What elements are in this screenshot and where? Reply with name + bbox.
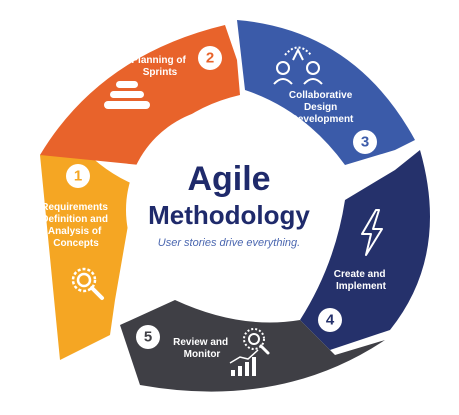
segment-4-implement: [300, 150, 430, 350]
stacked-layers-icon: [104, 81, 150, 109]
step-2-label-line-1: Planning of: [131, 55, 186, 66]
center-subtitle: User stories drive everything.: [158, 237, 300, 249]
step-2-label-line-2: Sprints: [143, 67, 178, 78]
step-1-label-line-2: Definition and: [41, 214, 108, 225]
step-3-badge: 3: [353, 130, 377, 154]
center-title-line2: Methodology: [148, 200, 310, 230]
step-3-number: 3: [361, 134, 369, 151]
step-3-label: Collaborative Design Development: [289, 90, 355, 125]
segment-3-design: [237, 20, 415, 165]
step-1-number: 1: [74, 168, 82, 185]
step-2-number: 2: [206, 50, 214, 67]
step-1-label-line-1: Requirements: [41, 202, 108, 213]
number-badges: 1 2 3 4 5: [66, 46, 377, 349]
step-5-label-line-1: Review and: [173, 337, 228, 348]
step-1-label-line-4: Concepts: [53, 238, 99, 249]
segment-5-review: [120, 300, 385, 392]
lightning-bolt-icon: [361, 209, 383, 256]
step-1-label: Requirements Definition and Analysis of …: [41, 202, 110, 249]
step-4-label-line-1: Create and: [334, 269, 386, 280]
step-3-label-line-1: Collaborative: [289, 90, 353, 101]
cycle-segments: [40, 20, 430, 392]
step-3-label-line-2: Design: [304, 102, 337, 113]
step-3-label-line-3: Development: [291, 114, 354, 125]
step-4-number: 4: [326, 312, 335, 329]
segment-1-requirements: [40, 140, 135, 360]
step-4-label-line-2: Implement: [336, 281, 387, 292]
step-5-label-line-2: Monitor: [184, 349, 221, 360]
step-1-badge: 1: [66, 164, 90, 188]
growth-chart-icon: [229, 328, 270, 376]
step-5-number: 5: [144, 329, 152, 346]
step-5-label: Review and Monitor: [173, 337, 231, 360]
magnifier-icon: [71, 267, 104, 300]
step-4-label: Create and Implement: [334, 269, 388, 292]
segment-labels: Requirements Definition and Analysis of …: [41, 55, 388, 360]
step-2-badge: 2: [198, 46, 222, 70]
step-2-label: Planning of Sprints: [131, 55, 188, 78]
center-circle: [126, 107, 332, 313]
center-title-line1: Agile: [187, 160, 270, 198]
step-1-label-line-3: Analysis of: [48, 226, 102, 237]
team-collaboration-icon: [273, 46, 323, 85]
step-5-badge: 5: [136, 325, 160, 349]
step-4-badge: 4: [318, 308, 342, 332]
